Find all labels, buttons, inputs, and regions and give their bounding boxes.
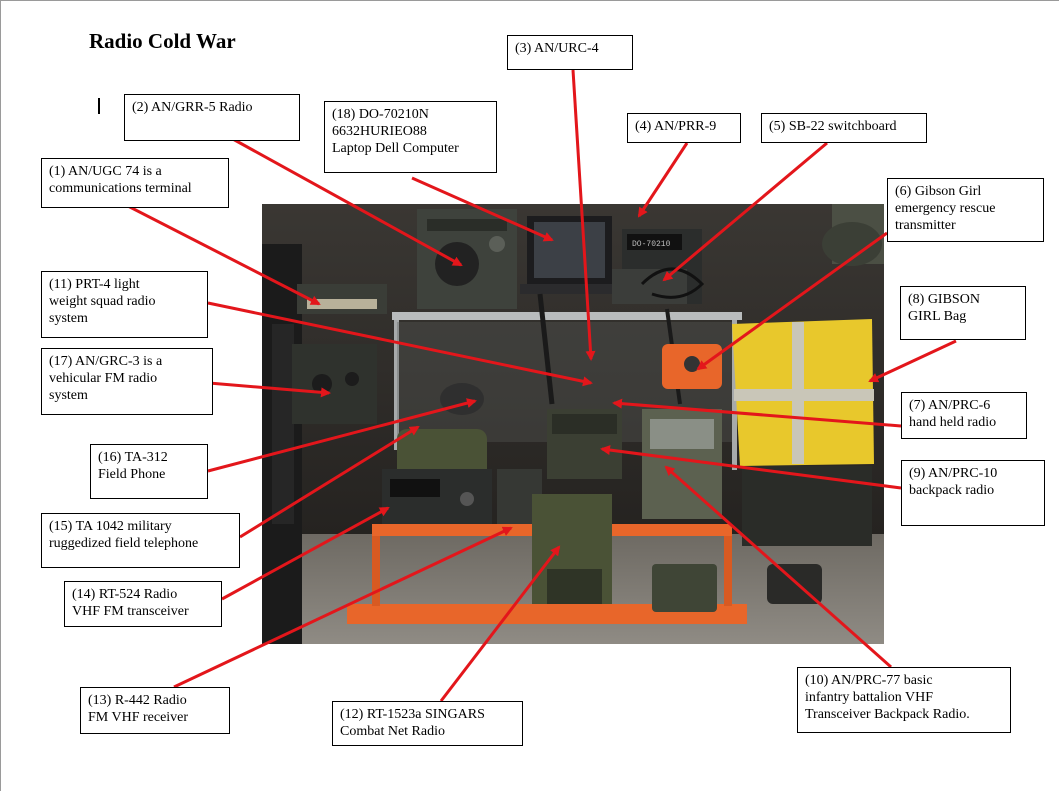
callout-label-11: (11) PRT-4 light weight squad radio syst… — [41, 271, 208, 338]
callout-label-7: (7) AN/PRC-6 hand held radio — [901, 392, 1027, 439]
svg-text:DO-70210: DO-70210 — [632, 240, 671, 249]
callout-label-5: (5) SB-22 switchboard — [761, 113, 927, 143]
callout-label-4: (4) AN/PRR-9 — [627, 113, 741, 143]
equipment-photo-illustration: DO-70210 — [262, 204, 884, 644]
callout-label-16: (16) TA-312 Field Phone — [90, 444, 208, 499]
callout-label-15: (15) TA 1042 military ruggedized field t… — [41, 513, 240, 568]
callout-label-17: (17) AN/GRC-3 is a vehicular FM radio sy… — [41, 348, 213, 415]
callout-label-12: (12) RT-1523a SINGARS Combat Net Radio — [332, 701, 523, 746]
callout-label-14: (14) RT-524 Radio VHF FM transceiver — [64, 581, 222, 627]
callout-label-2: (2) AN/GRR-5 Radio — [124, 94, 300, 141]
callout-label-13: (13) R-442 Radio FM VHF receiver — [80, 687, 230, 734]
equipment-photo: DO-70210 — [262, 204, 884, 644]
callout-label-8: (8) GIBSON GIRL Bag — [900, 286, 1026, 340]
document-title: Radio Cold War — [89, 29, 236, 53]
callout-label-6: (6) Gibson Girl emergency rescue transmi… — [887, 178, 1044, 242]
callout-label-1: (1) AN/UGC 74 is a communications termin… — [41, 158, 229, 208]
callout-label-10: (10) AN/PRC-77 basic infantry battalion … — [797, 667, 1011, 733]
callout-label-18: (18) DO-70210N 6632HURIEO88 Laptop Dell … — [324, 101, 497, 173]
text-cursor — [98, 98, 100, 114]
callout-label-9: (9) AN/PRC-10 backpack radio — [901, 460, 1045, 526]
callout-label-3: (3) AN/URC-4 — [507, 35, 633, 70]
